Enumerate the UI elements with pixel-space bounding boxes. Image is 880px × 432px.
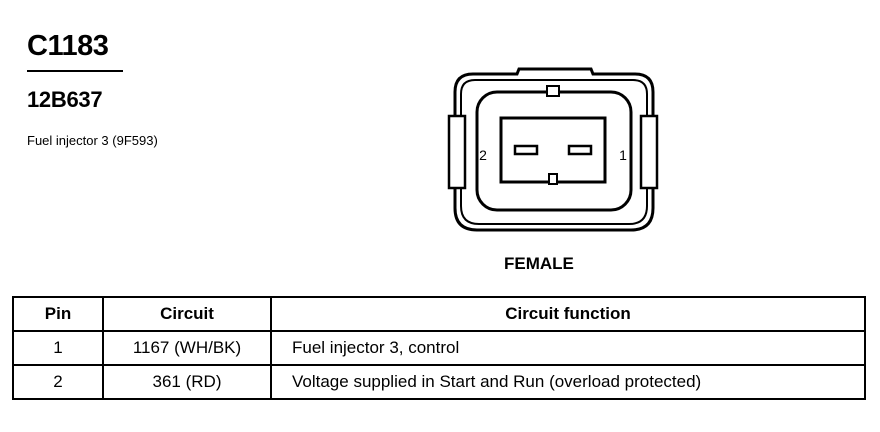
connector-face-diagram: 2 1	[447, 67, 659, 232]
circuit-cell: 1167 (WH/BK)	[102, 330, 272, 366]
pin-2-slot	[513, 144, 539, 156]
table-header-row: Pin Circuit Circuit function	[12, 296, 866, 332]
connector-outer-housing	[453, 67, 655, 232]
pin-cell: 2	[12, 364, 104, 400]
table-row: 1 1167 (WH/BK) Fuel injector 3, control	[12, 330, 866, 366]
top-key	[546, 85, 560, 97]
pin-2-label: 2	[479, 147, 487, 163]
connector-id: C1183	[27, 30, 109, 62]
connector-description: Fuel injector 3 (9F593)	[27, 133, 158, 148]
column-header-circuit-function: Circuit function	[270, 296, 866, 332]
connector-gender-label: FEMALE	[504, 254, 574, 273]
circuit-function-cell: Fuel injector 3, control	[270, 330, 866, 366]
part-number: 12B637	[27, 87, 103, 112]
pin-1-slot	[567, 144, 593, 156]
pin-cell: 1	[12, 330, 104, 366]
table-row: 2 361 (RD) Voltage supplied in Start and…	[12, 364, 866, 400]
pin-1-label: 1	[619, 147, 627, 163]
pin-table: Pin Circuit Circuit function 1 1167 (WH/…	[12, 296, 866, 400]
title-underline	[27, 70, 123, 72]
circuit-cell: 361 (RD)	[102, 364, 272, 400]
column-header-pin: Pin	[12, 296, 104, 332]
circuit-function-cell: Voltage supplied in Start and Run (overl…	[270, 364, 866, 400]
left-latch	[447, 114, 467, 190]
bottom-notch	[548, 173, 558, 185]
right-latch	[639, 114, 659, 190]
column-header-circuit: Circuit	[102, 296, 272, 332]
